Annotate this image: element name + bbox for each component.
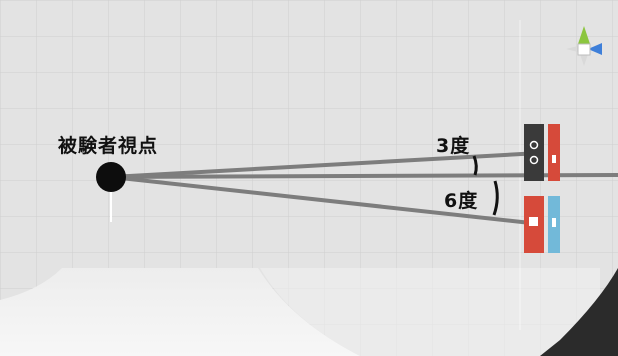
target-lower-blue-mark	[552, 218, 556, 227]
target-upper-dark-ring-2	[529, 155, 539, 165]
floor-surface-right	[260, 268, 600, 356]
target-upper-dark-ring	[529, 140, 539, 150]
floor-surface	[0, 268, 360, 356]
viewpoint-dot	[96, 162, 126, 192]
target-upper-red-mark	[552, 155, 556, 163]
scene-orientation-gizmo-icon[interactable]	[566, 26, 602, 66]
angle-arc-3	[472, 155, 478, 176]
dark-curved-object	[540, 268, 618, 356]
target-lower-red-mark	[529, 217, 538, 226]
viewpoint-label: 被験者視点	[58, 135, 159, 157]
angle-label-3: 3度	[436, 135, 471, 157]
target-upper-red	[548, 124, 560, 181]
sight-line-lower	[110, 175, 541, 226]
target-upper-dark	[524, 124, 544, 181]
sight-line-upper	[110, 151, 541, 179]
angle-label-6: 6度	[444, 190, 479, 212]
angle-arc-6	[492, 180, 499, 216]
